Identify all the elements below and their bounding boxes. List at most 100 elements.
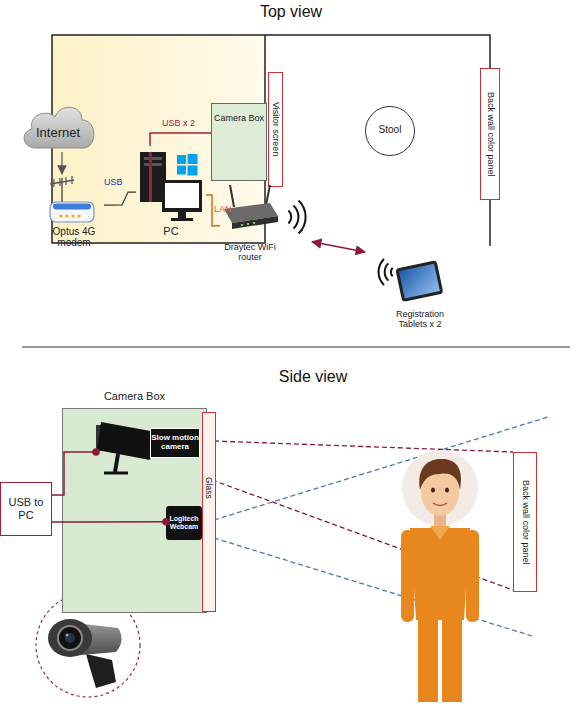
back-wall-panel: Back wall color panel [480,68,500,200]
wifi-router-part [241,224,243,226]
connector-line [312,242,365,252]
pc-computer-part [177,155,186,164]
wifi-router-part [299,200,306,233]
modem-device-part [50,202,94,222]
person-eye [445,488,449,493]
panel-label: Back wall color panel [481,69,499,199]
connector-label: USB [104,178,123,188]
pc-computer-part [162,180,202,212]
person-torso [410,528,470,620]
connector-line [61,152,62,174]
camera-label: Logitech Webcam [166,506,202,540]
modem-device-part [65,214,68,217]
logitech-webcam-part [166,506,202,540]
panel-label: Glass [203,468,215,508]
webcam-view-line [214,538,532,636]
modem-device-part [71,176,72,184]
usb-to-pc-box: USB to PC [0,482,52,536]
box-label: USB to PC [3,483,49,535]
person-arm [466,530,479,622]
registration-tablet-part [399,264,440,299]
stool-circle: Stool [365,106,415,156]
pc-computer-part [178,212,186,218]
camera-box: Camera BoxSlow motion cameraLogitech Web… [62,408,207,613]
pc-computer-part [188,166,198,176]
slow-motion-camera-part [115,454,118,472]
pc-computer-part [144,157,162,160]
device-label: PC [136,225,206,237]
panel-label: Back wall color panel [514,453,536,591]
registration-tablet-part [391,268,393,277]
registration-tablet-part [385,263,389,280]
pc-computer-part [171,218,193,221]
modem-device-part [59,178,60,186]
wifi-router-part [230,185,234,207]
pc-computer: PC [136,146,206,240]
back-wall-panel: Back wall color panel [513,452,537,592]
slow-motion-camera-part [104,472,128,475]
room-wall [265,35,490,246]
field-of-view [212,417,548,636]
person-halo [402,450,478,526]
registration-tablet-part [395,260,443,302]
modem-device-part [71,214,74,217]
box-label: Camera Box [212,113,266,123]
connector-line [150,133,211,146]
registration-tablet: Registration Tablets x 2 [365,248,475,330]
glass-panel: Glass [202,412,216,612]
camera-box: Camera Box [211,103,267,181]
connector-line [104,192,136,205]
webcam-lens-ring [58,626,82,650]
view-heading: Top view [0,3,582,21]
wifi-router-part [266,185,270,205]
person-leg [418,618,438,702]
pc-computer-part [177,166,186,175]
connector-label: LAN [214,205,232,215]
modem-device-part [53,204,91,210]
person-arm [401,530,414,622]
device-label: Optus 4G modem [38,226,110,248]
webcam-view-line [214,417,548,520]
visitor-screen: Visitor screen [268,72,283,187]
person-hair [419,459,461,490]
divider-line [22,347,570,348]
view-heading: Side view [233,368,393,386]
wifi-router-part [294,205,299,228]
device-label: Registration Tablets x 2 [385,310,455,330]
slow-motion-camera-part [97,422,156,460]
box-label: Camera Box [63,390,206,402]
person-eye [431,488,435,493]
pc-computer-part [165,183,199,208]
wifi-router: Draytec WiFi router [220,183,312,267]
modem-device-part [77,214,80,217]
device-label: Draytec WiFi router [218,243,282,263]
registration-tablet-part [395,260,443,302]
webcam-lens [65,633,75,643]
pc-computer-part [188,154,198,164]
cloud-node: Internet [18,100,98,152]
camera-view-line [214,441,513,452]
webcam-clip [86,654,116,688]
wifi-router-part [288,211,291,224]
modem-device-part [59,214,62,217]
modem-device-part [65,177,66,185]
wifi-router-part [253,222,255,224]
person-leg [442,618,462,702]
shape-label: Stool [366,124,414,135]
cloud-label: Internet [18,125,98,140]
pc-computer-part [144,163,162,166]
person [401,450,479,702]
wifi-router-part [247,223,249,225]
person-collar [430,526,450,540]
modem-device: Optus 4G modem [44,174,104,248]
panel-label: Visitor screen [269,73,282,186]
slow-motion-camera: Slow motion camera [96,420,202,476]
person-mouth [433,503,447,506]
pc-computer-part [149,152,152,202]
webcam-housing [48,619,92,657]
wifi-router-icon [220,183,312,267]
registration-tablet-part [379,259,385,285]
webcam-glint [66,634,69,637]
modem-device-part [53,179,54,187]
wifi-router-part [232,216,278,229]
